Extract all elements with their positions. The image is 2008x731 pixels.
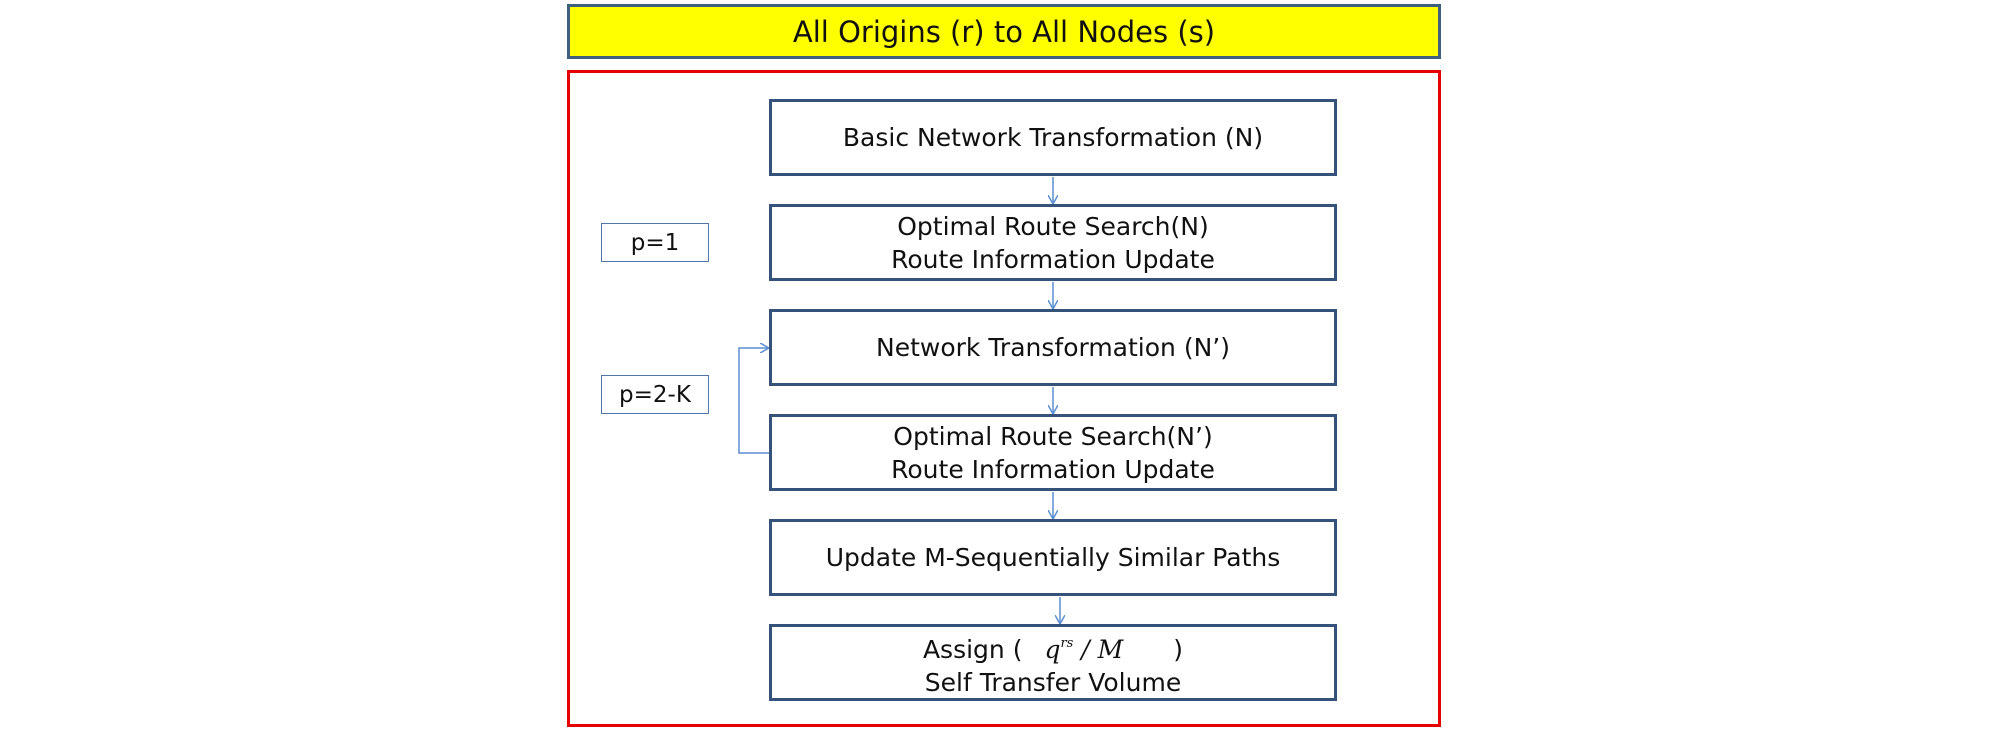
assign-formula: qrs / M bbox=[1044, 635, 1123, 664]
step-label: Self Transfer Volume bbox=[924, 667, 1182, 697]
loop-back-arrow bbox=[738, 348, 769, 454]
assign-close: ) bbox=[1173, 634, 1184, 664]
step-optimal-route-search-n-prime: Optimal Route Search(N’) Route Informati… bbox=[769, 414, 1337, 491]
step-label: Optimal Route Search(N’) bbox=[893, 421, 1213, 451]
step-network-transformation-n-prime: Network Transformation (N’) bbox=[769, 309, 1337, 386]
step-label: Route Information Update bbox=[891, 244, 1215, 274]
step-assign-self-transfer: Assign ( qrs / M) Self Transfer Volume bbox=[769, 624, 1337, 701]
tag-label: p=2-K bbox=[619, 381, 691, 408]
step-basic-network-transformation: Basic Network Transformation (N) bbox=[769, 99, 1337, 176]
step-label: Network Transformation (N’) bbox=[876, 333, 1230, 362]
formula-q: q bbox=[1044, 634, 1061, 664]
formula-superscript: rs bbox=[1060, 635, 1074, 651]
process-frame bbox=[567, 70, 1441, 727]
step-label: Route Information Update bbox=[891, 454, 1215, 484]
header-title: All Origins (r) to All Nodes (s) bbox=[792, 14, 1216, 49]
tag-p-1: p=1 bbox=[601, 223, 709, 262]
header-banner: All Origins (r) to All Nodes (s) bbox=[567, 4, 1441, 59]
step-label: Basic Network Transformation (N) bbox=[842, 123, 1264, 152]
step-label: Update M-Sequentially Similar Paths bbox=[825, 543, 1281, 572]
step-label: Optimal Route Search(N) bbox=[897, 211, 1209, 241]
step-update-similar-paths: Update M-Sequentially Similar Paths bbox=[769, 519, 1337, 596]
tag-label: p=1 bbox=[630, 229, 680, 256]
assign-line: Assign ( qrs / M) bbox=[923, 627, 1183, 666]
assign-label: Assign ( bbox=[922, 634, 1023, 664]
formula-divisor: / M bbox=[1073, 634, 1124, 664]
step-optimal-route-search-n: Optimal Route Search(N) Route Informatio… bbox=[769, 204, 1337, 281]
tag-p-2-k: p=2-K bbox=[601, 375, 709, 414]
